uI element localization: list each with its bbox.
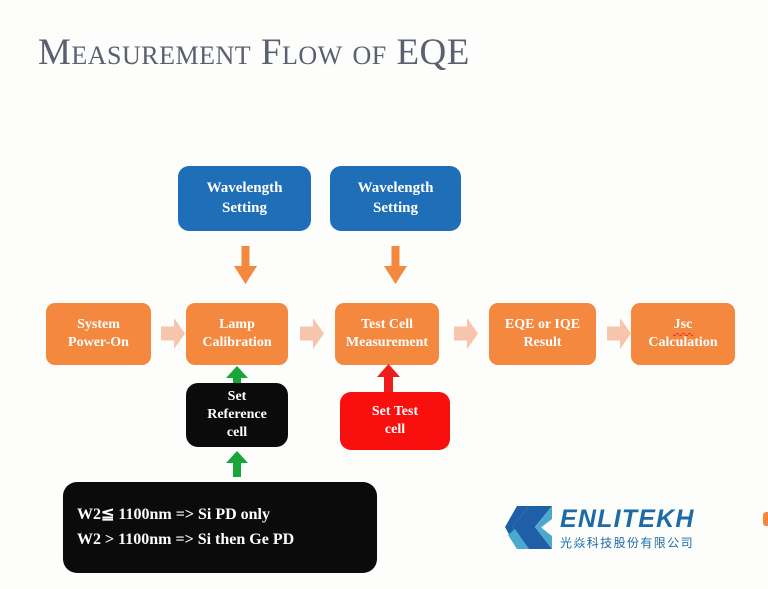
node-line: Wavelength [357,180,434,197]
logo-brand-name: ENLITEKH [560,504,695,533]
chevron-logo-icon [505,505,552,550]
node-line: Set Test [371,404,419,420]
arrow-down-wavelength-2 [384,246,407,284]
node-line: Setting [222,199,267,216]
node-wavelength-setting-1[interactable]: Wavelength Setting [178,166,311,231]
logo-company-chinese: 光焱科技股份有限公司 [560,535,695,550]
arrow-right-1 [161,318,185,349]
arrow-right-3 [454,318,478,349]
page-title: Measurement Flow of EQE [38,32,470,73]
node-line: Reference [207,407,267,423]
arrow-up-note-to-reference [226,451,248,477]
logo-text-block: ENLITEKH 光焱科技股份有限公司 [560,504,695,550]
arrow-right-4 [607,318,631,349]
node-system-power-on[interactable]: System Power-On [46,303,151,365]
node-line: Set [227,389,247,405]
note-line: W2≦ 1100nm => Si PD only [77,505,270,523]
arrow-up-reference-to-lamp [226,366,248,392]
arrow-up-testcell-to-measurement [377,364,400,392]
node-line: Jsc [635,316,731,336]
note-line: W2 > 1100nm => Si then Ge PD [77,530,295,548]
node-jsc-calculation[interactable]: Jsc Calculation [631,303,735,365]
node-set-reference-cell[interactable]: Set Reference cell [186,383,288,447]
node-line: System [77,317,120,333]
enlitech-logo: ENLITEKH 光焱科技股份有限公司 [505,505,695,550]
node-pd-selection-note: W2≦ 1100nm => Si PD only W2 > 1100nm => … [63,482,377,573]
node-line: Lamp [219,317,255,333]
arrow-right-2 [300,318,324,349]
node-line: Measurement [345,335,429,350]
node-line: Calibration [202,335,272,350]
node-line: Calculation [648,335,718,350]
node-lamp-calibration[interactable]: Lamp Calibration [186,303,288,365]
node-line: Result [523,335,562,350]
node-line: cell [384,422,406,437]
edge-clipped-shape [763,512,768,526]
node-line: EQE or IQE [504,317,581,333]
node-test-cell-measurement[interactable]: Test Cell Measurement [335,303,439,365]
misspelled-word: Jsc [672,317,693,336]
node-line: Wavelength [206,180,283,197]
node-line: cell [226,424,248,440]
node-line: Setting [373,199,418,216]
node-line: Test Cell [361,317,413,333]
arrow-down-wavelength-1 [234,246,257,284]
node-line: Power-On [68,335,129,350]
node-set-test-cell[interactable]: Set Test cell [340,392,450,450]
node-eqe-or-iqe-result[interactable]: EQE or IQE Result [489,303,596,365]
node-wavelength-setting-2[interactable]: Wavelength Setting [330,166,461,231]
